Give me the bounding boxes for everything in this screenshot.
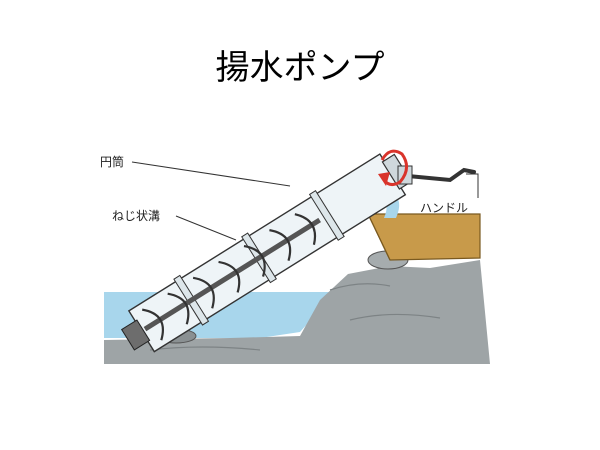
handle-label: ハンドル xyxy=(420,201,468,215)
ground xyxy=(104,260,490,364)
screw-groove-leader-line xyxy=(175,215,237,241)
rotation-arrow-icon xyxy=(378,149,408,187)
screw-groove-label: ねじ状溝 xyxy=(112,209,160,223)
cylinder-label: 円筒 xyxy=(100,154,124,169)
handle-crank xyxy=(406,167,476,183)
cylinder xyxy=(120,153,413,353)
handle-leader-line xyxy=(466,173,479,198)
cylinder-leader-line xyxy=(131,161,291,187)
rock-texture xyxy=(149,283,441,351)
screw-groove xyxy=(142,213,321,341)
page-title: 揚水ポンプ xyxy=(215,48,385,88)
